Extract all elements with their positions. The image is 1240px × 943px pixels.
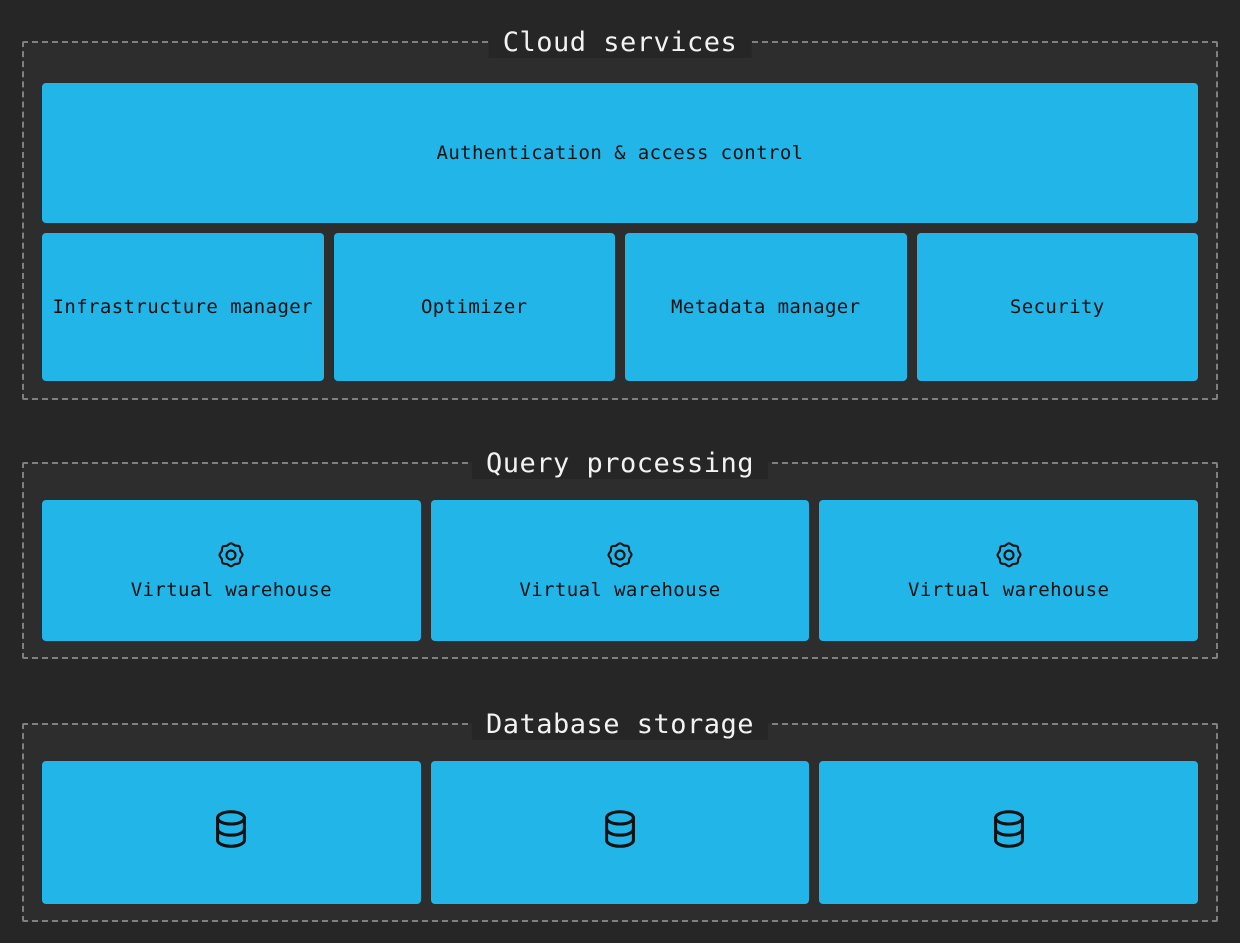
node-virtual-warehouse-3[interactable]: Virtual warehouse <box>819 500 1199 641</box>
node-label: Security <box>1009 296 1105 318</box>
row-query-processing-warehouses: Virtual warehouse Virtual warehouse <box>42 500 1199 641</box>
group-body-query-processing: Virtual warehouse Virtual warehouse <box>42 500 1199 641</box>
node-label: Authentication & access control <box>436 142 804 164</box>
group-cloud-services: Cloud services Authentication & access c… <box>22 28 1218 400</box>
group-query-processing: Query processing Virtual warehouse <box>22 449 1218 659</box>
node-database-1[interactable] <box>42 761 421 904</box>
node-label: Virtual warehouse <box>130 578 332 601</box>
group-title-query-processing: Query processing <box>471 449 769 479</box>
row-cloud-services-banner: Authentication & access control <box>42 83 1198 223</box>
node-virtual-warehouse-2[interactable]: Virtual warehouse <box>430 500 810 641</box>
node-label: Infrastructure manager <box>52 296 313 318</box>
node-label: Metadata manager <box>671 296 861 318</box>
node-authentication-access-control[interactable]: Authentication & access control <box>42 83 1198 223</box>
node-metadata-manager[interactable]: Metadata manager <box>625 233 907 381</box>
database-icon <box>986 806 1032 852</box>
node-infrastructure-manager[interactable]: Infrastructure manager <box>42 233 324 381</box>
group-body-database-storage <box>42 761 1199 904</box>
database-icon <box>597 806 643 852</box>
database-icon <box>208 806 254 852</box>
node-label: Virtual warehouse <box>908 578 1110 601</box>
node-database-3[interactable] <box>819 761 1199 904</box>
group-body-cloud-services: Authentication & access control Infrastr… <box>42 83 1198 381</box>
node-label: Virtual warehouse <box>519 578 721 601</box>
node-database-2[interactable] <box>430 761 810 904</box>
gear-icon <box>216 540 246 570</box>
node-optimizer[interactable]: Optimizer <box>333 233 615 381</box>
group-title-cloud-services: Cloud services <box>488 28 752 58</box>
gear-icon <box>994 540 1024 570</box>
row-cloud-services-tiles: Infrastructure manager Optimizer Metadat… <box>42 233 1198 381</box>
group-title-database-storage: Database storage <box>471 710 769 740</box>
group-database-storage: Database storage <box>22 710 1218 922</box>
node-security[interactable]: Security <box>916 233 1198 381</box>
gear-icon <box>605 540 635 570</box>
node-label: Optimizer <box>420 296 528 318</box>
node-virtual-warehouse-1[interactable]: Virtual warehouse <box>42 500 421 641</box>
row-database-storage-nodes <box>42 761 1199 904</box>
